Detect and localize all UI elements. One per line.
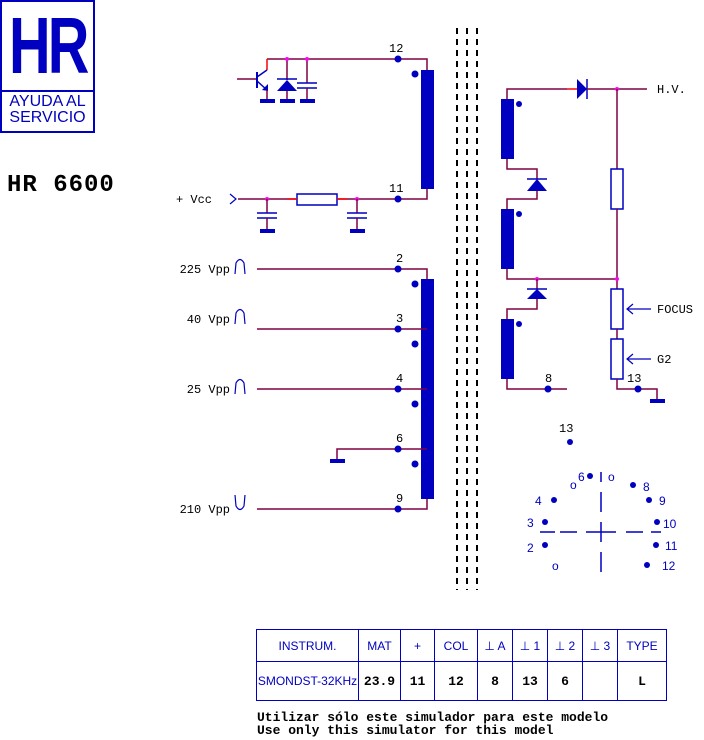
logo-subtitle: AYUDA AL SERVICIO — [2, 94, 93, 126]
pin-3-label: 3 — [396, 312, 403, 326]
pin-11-dot — [394, 195, 402, 203]
pinout-pin-12: 12 — [662, 559, 676, 573]
hv-winding-1 — [501, 99, 514, 159]
high-voltage-section: H.V. 8 FOCUS G2 — [501, 79, 693, 403]
transformer-core — [456, 28, 478, 590]
vpp-210-label: 210 Vpp — [180, 503, 230, 517]
pinout-pin-9: 9 — [659, 494, 666, 508]
pinout-empty-marker: o — [608, 470, 615, 484]
logo-line-1: AYUDA AL — [9, 93, 86, 110]
flyback-schematic: 12 11 + Vcc — [176, 28, 693, 590]
pin-6-label: 6 — [396, 432, 403, 446]
pinout-pin-2: 2 — [527, 541, 534, 555]
primary-phase-dot — [411, 70, 419, 78]
secondary-winding — [421, 279, 434, 499]
filter-capacitor-1-icon — [257, 197, 277, 233]
transistor-icon — [237, 69, 275, 103]
pin-9-label: 9 — [396, 492, 403, 506]
pin-12-dot — [394, 55, 402, 63]
model-title: HR 6600 — [7, 172, 115, 199]
value-mat: 23.9 — [358, 661, 401, 701]
pinout-empty-marker: o — [552, 559, 559, 573]
header-plus: + — [400, 629, 435, 662]
hv-rectifier-diode-icon — [577, 79, 588, 99]
value-instrum: SMONDST-32KHz — [256, 661, 359, 701]
value-plus: 11 — [400, 661, 435, 701]
tuning-capacitor-icon — [297, 59, 317, 103]
pinout-pin-4: 4 — [535, 494, 542, 508]
header-instrum: INSTRUM. — [256, 629, 359, 662]
pinout-pin-11: 11 — [665, 539, 678, 553]
positive-pulse-icon — [234, 378, 246, 395]
vpp-40-label: 40 Vpp — [187, 313, 230, 327]
value-col: 12 — [434, 661, 478, 701]
positive-pulse-icon — [234, 308, 246, 325]
logo-line-2: SERVICIO — [9, 109, 86, 126]
header-ground-3: ⊥ 3 — [582, 629, 618, 662]
value-ground-a: 8 — [477, 661, 513, 701]
note-english: Use only this simulator for this model — [257, 723, 554, 738]
negative-pulse-icon — [234, 494, 246, 511]
value-ground-1: 13 — [512, 661, 548, 701]
g2-arrow-icon — [626, 353, 651, 365]
focus-arrow-icon — [626, 303, 651, 315]
spec-header-row: INSTRUM. MAT + COL ⊥ A ⊥ 1 ⊥ 2 ⊥ 3 TYPE — [256, 629, 667, 662]
spec-value-row: SMONDST-32KHz 23.9 11 12 8 13 6 L — [256, 661, 667, 701]
primary-winding — [421, 70, 434, 189]
hv-winding-2 — [501, 209, 514, 269]
pinout-pin-8: 8 — [643, 480, 650, 494]
focus-label: FOCUS — [657, 303, 693, 317]
spec-table: INSTRUM. MAT + COL ⊥ A ⊥ 1 ⊥ 2 ⊥ 3 TYPE … — [256, 629, 667, 701]
pinout-empty-marker: o — [570, 478, 577, 492]
logo-mark-text: HR — [8, 1, 89, 90]
hv-label: H.V. — [657, 83, 686, 97]
positive-pulse-icon — [234, 258, 246, 275]
vcc-label: + Vcc — [176, 193, 212, 207]
filter-capacitor-2-icon — [347, 197, 367, 233]
pinout-pin-6: 6 — [578, 470, 585, 484]
g2-label: G2 — [657, 353, 671, 367]
pin-13-ground-icon — [650, 399, 665, 403]
value-ground-2: 6 — [547, 661, 583, 701]
pinout-diagram: 13 o o o 6 8 4 9 3 10 2 11 12 — [527, 422, 678, 573]
hv-winding-3 — [501, 319, 514, 379]
header-ground-a: ⊥ A — [477, 629, 513, 662]
value-ground-3 — [582, 661, 618, 701]
pinout-pin-10: 10 — [663, 517, 677, 531]
secondary-windings: 2 3 4 6 9 225 Vpp 40 Vpp 25 Vpp 210 Vpp — [180, 252, 434, 517]
header-type: TYPE — [617, 629, 667, 662]
note-spanish: Utilizar sólo este simulador para este m… — [257, 710, 609, 725]
header-col: COL — [434, 629, 478, 662]
primary-circuit: 12 11 + Vcc — [176, 42, 434, 233]
pin-13-label: 13 — [627, 372, 641, 386]
header-ground-2: ⊥ 2 — [547, 629, 583, 662]
hr-logo: HR AYUDA AL SERVICIO — [0, 0, 95, 133]
pin-12-label: 12 — [389, 42, 403, 56]
header-mat: MAT — [358, 629, 401, 662]
vcc-input-arrow-icon — [229, 193, 237, 205]
pinout-pin-13-label: 13 — [559, 422, 573, 436]
divider-resistor-icon — [610, 168, 624, 210]
pin-2-label: 2 — [396, 252, 403, 266]
hv-diode-1-icon — [527, 178, 547, 191]
pin-6-ground-icon — [330, 459, 345, 463]
vpp-225-label: 225 Vpp — [180, 263, 230, 277]
value-type: L — [617, 661, 667, 701]
pinout-pin-3: 3 — [527, 516, 534, 530]
g2-potentiometer-icon — [610, 338, 624, 380]
vpp-25-label: 25 Vpp — [187, 383, 230, 397]
header-ground-1: ⊥ 1 — [512, 629, 548, 662]
pin-4-label: 4 — [396, 372, 403, 386]
vcc-resistor-icon — [296, 193, 338, 206]
hv-diode-2-icon — [527, 288, 547, 299]
focus-potentiometer-icon — [610, 288, 624, 330]
damper-diode-icon — [277, 59, 297, 103]
pin-8-label: 8 — [545, 372, 552, 386]
logo-mark: HR — [2, 2, 93, 92]
pin-11-label: 11 — [389, 182, 403, 196]
